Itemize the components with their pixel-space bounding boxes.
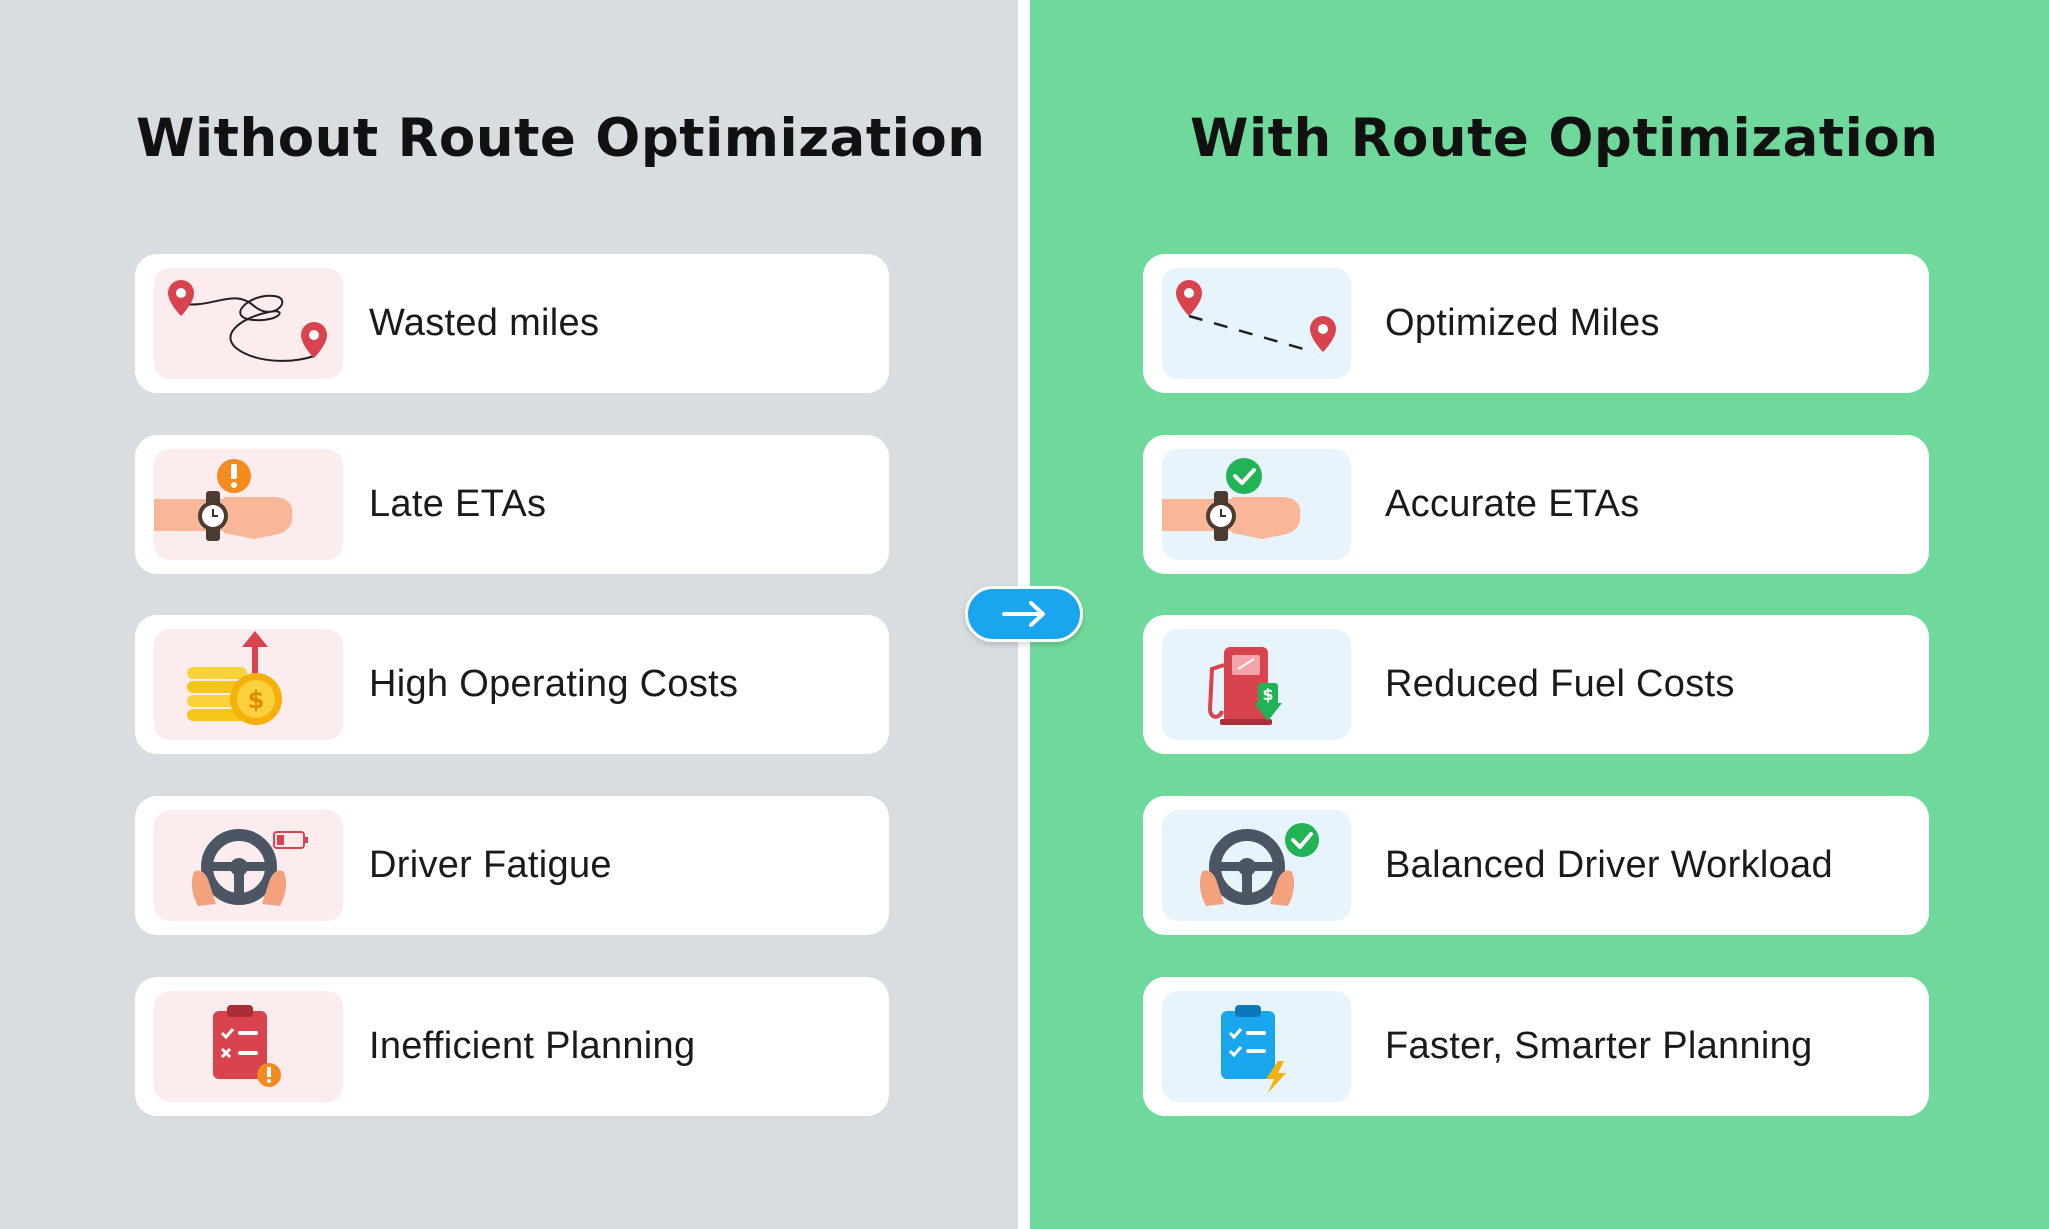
card-label: Late ETAs xyxy=(369,483,547,525)
card-reduced-fuel-costs: $ Reduced Fuel Costs xyxy=(1143,615,1929,754)
steering-wheel-check-icon xyxy=(1162,810,1351,921)
card-label: Inefficient Planning xyxy=(369,1025,696,1067)
card-high-operating-costs: $ High Operating Costs xyxy=(135,615,889,754)
card-label: Accurate ETAs xyxy=(1385,483,1640,525)
card-label: Reduced Fuel Costs xyxy=(1385,663,1735,705)
card-accurate-etas: Accurate ETAs xyxy=(1143,435,1929,574)
card-label: Balanced Driver Workload xyxy=(1385,844,1833,886)
card-label: High Operating Costs xyxy=(369,663,739,705)
card-label: Wasted miles xyxy=(369,302,600,344)
card-balanced-driver-workload: Balanced Driver Workload xyxy=(1143,796,1929,935)
clipboard-warning-icon xyxy=(154,991,343,1102)
left-panel-title: Without Route Optimization xyxy=(136,108,986,169)
svg-text:$: $ xyxy=(248,686,265,714)
card-label: Optimized Miles xyxy=(1385,302,1660,344)
card-driver-fatigue: Driver Fatigue xyxy=(135,796,889,935)
right-panel-title: With Route Optimization xyxy=(1190,108,1939,169)
card-faster-smarter-planning: Faster, Smarter Planning xyxy=(1143,977,1929,1116)
arrow-right-icon xyxy=(1002,601,1045,627)
svg-text:$: $ xyxy=(1262,685,1273,704)
transition-arrow-button[interactable] xyxy=(965,586,1083,642)
card-optimized-miles: Optimized Miles xyxy=(1143,254,1929,393)
tangled-route-icon xyxy=(154,268,343,379)
card-wasted-miles: Wasted miles xyxy=(135,254,889,393)
direct-route-icon xyxy=(1162,268,1351,379)
steering-wheel-low-battery-icon xyxy=(154,810,343,921)
card-inefficient-planning: Inefficient Planning xyxy=(135,977,889,1116)
watch-check-icon xyxy=(1162,449,1351,560)
rising-coins-icon: $ xyxy=(154,629,343,740)
card-late-etas: Late ETAs xyxy=(135,435,889,574)
clipboard-lightning-icon xyxy=(1162,991,1351,1102)
watch-alert-icon xyxy=(154,449,343,560)
card-label: Faster, Smarter Planning xyxy=(1385,1025,1813,1067)
card-label: Driver Fatigue xyxy=(369,844,612,886)
fuel-pump-savings-icon: $ xyxy=(1162,629,1351,740)
